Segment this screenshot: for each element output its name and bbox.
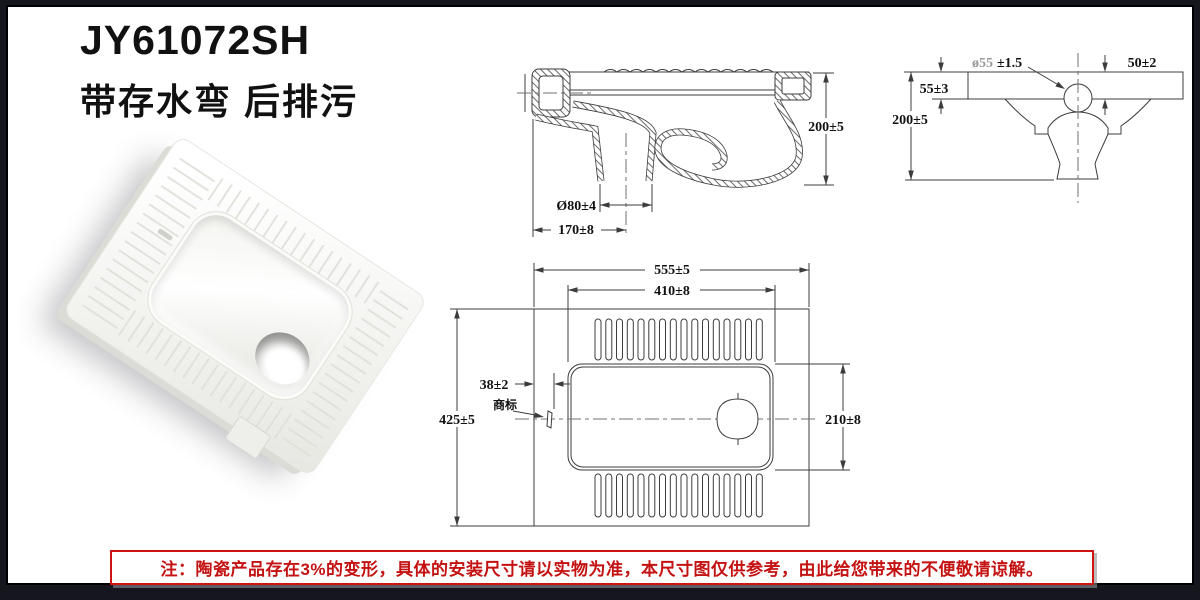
dim-front-height: 200±5: [892, 113, 928, 128]
front-section-view: ø55 ±1.5 50±2 55±3 200±5: [887, 53, 1184, 203]
trademark-label: 商标: [493, 397, 517, 412]
product-photo: [16, 134, 466, 537]
disclaimer-note: 注：陶瓷产品存在3%的变形，具体的安装尺寸请以实物为准，本尺寸图仅供参考，由此给…: [110, 550, 1094, 585]
dim-side-height: 200±5: [808, 120, 844, 135]
dim-plan-overall-width: 555±5: [654, 263, 690, 278]
dim-plan-mark-offset: 38±2: [480, 378, 509, 393]
dim-plan-basin-width: 410±8: [654, 284, 690, 299]
dim-front-hole-diameter: ø55: [972, 56, 993, 71]
content-panel: JY61072SH 带存水弯 后排污: [6, 5, 1194, 585]
model-number: JY61072SH: [80, 17, 311, 63]
dim-front-hole-tolerance: ±1.5: [997, 56, 1022, 71]
product-description: 带存水弯 后排污: [80, 81, 359, 122]
dim-side-drain-offset: 170±8: [558, 223, 594, 238]
pan-drain-hole: [245, 321, 320, 395]
dim-front-rim-thickness: 55±3: [920, 82, 949, 97]
plan-view: 商标 555±5 410±8 38±2: [435, 262, 867, 527]
disclaimer-text: 注：陶瓷产品存在3%的变形，具体的安装尺寸请以实物为准，本尺寸图仅供参考，由此给…: [160, 560, 1044, 579]
squat-pan-image: [61, 134, 429, 478]
dim-side-drain-diameter: Ø80±4: [556, 199, 596, 214]
dim-front-top-offset: 50±2: [1128, 56, 1157, 71]
side-section-view: 200±5 Ø80±4 170±8: [517, 68, 850, 238]
dim-plan-basin-depth: 210±8: [825, 413, 861, 428]
